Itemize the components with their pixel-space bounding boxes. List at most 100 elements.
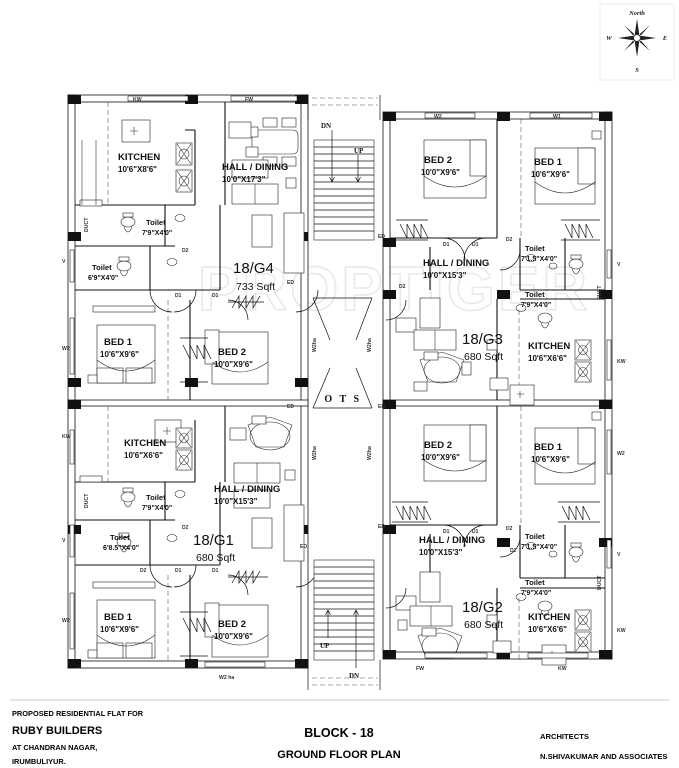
room-label-kitchen-g2: KITCHEN bbox=[528, 612, 570, 623]
room-label-kitchen-g1: KITCHEN bbox=[124, 438, 166, 449]
room-dim-toilet1-g4: 7'9"X4'0" bbox=[142, 230, 172, 237]
stair-dn-top-label: DN bbox=[321, 122, 331, 130]
central-core: DN UP O T S UP DN bbox=[307, 95, 381, 690]
door-mark-d2-g3b: D2 bbox=[399, 284, 406, 290]
room-dim-hall-g1: 10'0"X15'3" bbox=[214, 497, 258, 506]
room-dim-hall-g4: 10'0"X17'3" bbox=[222, 175, 266, 184]
tag-w2ha-bottom: W2 ha bbox=[219, 675, 234, 681]
room-dim-toilet2-g1: 6'8.5"X4'0" bbox=[103, 545, 139, 552]
title-plan-name: GROUND FLOOR PLAN bbox=[277, 749, 400, 761]
room-dim-toilet2-g3: 7'9"X4'0" bbox=[521, 302, 551, 309]
stair-up-top-label: UP bbox=[354, 147, 364, 155]
tag-w2-top-right: W2 bbox=[434, 114, 442, 120]
tag-v-left-lower: V bbox=[62, 538, 66, 544]
tag-duct-g3: DUCT bbox=[597, 285, 603, 300]
unit-area-g4: 733 Sqft bbox=[236, 281, 275, 293]
room-dim-bed2-g4: 10'0"X9'6" bbox=[214, 360, 253, 369]
room-label-toilet2-g1: Toilet bbox=[110, 533, 130, 542]
room-label-toilet1-g4: Toilet bbox=[146, 218, 166, 227]
room-dim-hall-g2: 10'0"X15'3" bbox=[419, 548, 463, 557]
room-label-toilet2-g3: Toilet bbox=[525, 290, 545, 299]
room-dim-kitchen-g2: 10'6"X6'6" bbox=[528, 625, 567, 634]
room-label-bed2-g3: BED 2 bbox=[424, 155, 452, 166]
room-dim-hall-g3: 10'0"X15'3" bbox=[423, 271, 467, 280]
door-mark-ed-g3a: ED bbox=[378, 234, 385, 240]
tag-kw-bottom-right: KW bbox=[558, 666, 567, 672]
room-label-hall-g2: HALL / DINING bbox=[419, 535, 485, 546]
room-label-bed2-g1: BED 2 bbox=[218, 619, 246, 630]
room-label-bed2-g2: BED 2 bbox=[424, 440, 452, 451]
tag-w2ha-core-left-upper: W2ha bbox=[312, 338, 318, 352]
room-dim-toilet1-g3: 7'1.5"X4'0" bbox=[521, 256, 557, 263]
compass-rose: North S W E bbox=[599, 3, 675, 81]
unit-id-g4: 18/G4 bbox=[233, 260, 274, 277]
room-label-kitchen-g4: KITCHEN bbox=[118, 152, 160, 163]
room-label-bed1-g4: BED 1 bbox=[104, 337, 133, 348]
compass-east-label: E bbox=[662, 35, 667, 42]
door-mark-ed-g2a: ED bbox=[378, 524, 385, 530]
room-dim-toilet2-g2: 7'9"X4'0" bbox=[521, 590, 551, 597]
unit-area-g3: 680 Sqft bbox=[464, 351, 503, 363]
title-block: PROPOSED RESIDENTIAL FLAT FOR RUBY BUILD… bbox=[10, 699, 669, 766]
title-address-line1: AT CHANDRAN NAGAR, bbox=[12, 743, 97, 752]
tag-kw-right-lower: KW bbox=[617, 628, 626, 634]
door-mark-d1-g3b: D1 bbox=[472, 242, 479, 248]
compass-west-label: W bbox=[606, 35, 613, 42]
title-block-number: BLOCK - 18 bbox=[304, 726, 374, 740]
unit-id-g1: 18/G1 bbox=[193, 532, 234, 549]
door-mark-ed-g4: ED bbox=[287, 280, 294, 286]
room-label-toilet1-g1: Toilet bbox=[146, 493, 166, 502]
tag-duct-g2: DUCT bbox=[597, 575, 603, 590]
stair-up-bottom-label: UP bbox=[320, 642, 330, 650]
door-mark-d2-g4: D2 bbox=[182, 248, 189, 254]
unit-18-g1: KITCHEN 10'6"X6'6" HALL / DINING 10'0"X1… bbox=[69, 406, 319, 668]
room-label-hall-g1: HALL / DINING bbox=[214, 484, 280, 495]
tag-w2-right-upper: W2 bbox=[617, 451, 625, 457]
opening-tags: KW FW W2 W1 W2 ha FW KW V W2 KW V W2 V K… bbox=[62, 97, 626, 681]
door-mark-ed-core-left: ED bbox=[287, 404, 294, 410]
compass-north-label: North bbox=[628, 10, 645, 17]
compass-south-label: S bbox=[635, 67, 639, 74]
ots-label: O T S bbox=[324, 394, 361, 405]
door-mark-d2-g3a: D2 bbox=[506, 237, 513, 243]
room-dim-bed1-g3: 10'6"X9'6" bbox=[531, 170, 570, 179]
unit-18-g3: BED 2 10'0"X9'6" BED 1 10'6"X9'6" HALL /… bbox=[385, 112, 612, 406]
door-mark-d1-g4b: D1 bbox=[212, 293, 219, 299]
room-dim-kitchen-g4: 10'6"X8'6" bbox=[118, 165, 157, 174]
tag-kw-top-left: KW bbox=[133, 97, 142, 103]
room-dim-toilet1-g2: 7'1.5"X4'0" bbox=[521, 544, 557, 551]
unit-area-g2: 680 Sqft bbox=[464, 619, 503, 631]
tag-v-right-lower: V bbox=[617, 552, 621, 558]
title-address-line2: IRUMBULIYUR. bbox=[12, 757, 66, 766]
room-label-toilet2-g4: Toilet bbox=[92, 263, 112, 272]
room-label-bed1-g1: BED 1 bbox=[104, 612, 133, 623]
unit-id-g3: 18/G3 bbox=[462, 331, 503, 348]
room-dim-kitchen-g1: 10'6"X6'6" bbox=[124, 451, 163, 460]
title-architects-name: N.SHIVAKUMAR AND ASSOCIATES bbox=[540, 752, 667, 761]
door-mark-ed-core-right: ED bbox=[378, 404, 385, 410]
door-mark-d2-g2a: D2 bbox=[506, 526, 513, 532]
room-label-toilet1-g2: Toilet bbox=[525, 532, 545, 541]
room-label-kitchen-g3: KITCHEN bbox=[528, 341, 570, 352]
stair-dn-bottom-label: DN bbox=[349, 672, 359, 680]
door-mark-d2-g2b: D2 bbox=[510, 548, 517, 554]
tag-kw-right-upper: KW bbox=[617, 359, 626, 365]
door-mark-d1-g2b: D1 bbox=[472, 529, 479, 535]
title-client-name: RUBY BUILDERS bbox=[12, 725, 102, 737]
tag-v-right-upper: V bbox=[617, 262, 621, 268]
door-mark-d1-g2a: D1 bbox=[443, 529, 450, 535]
unit-id-g2: 18/G2 bbox=[462, 599, 503, 616]
room-label-bed2-g4: BED 2 bbox=[218, 347, 246, 358]
tag-w2-left-upper: W2 bbox=[62, 346, 70, 352]
room-dim-bed2-g1: 10'0"X9'6" bbox=[214, 632, 253, 641]
door-mark-d1-g1b: D1 bbox=[212, 568, 219, 574]
room-label-hall-g4: HALL / DINING bbox=[222, 162, 288, 173]
room-dim-toilet2-g4: 6'9"X4'0" bbox=[88, 275, 118, 282]
room-label-toilet2-g2: Toilet bbox=[525, 578, 545, 587]
tag-w1-top-right: W1 bbox=[553, 114, 561, 120]
room-dim-bed1-g2: 10'6"X9'6" bbox=[531, 455, 570, 464]
tag-duct-g4: DUCT bbox=[84, 217, 90, 232]
tag-w2ha-core-right-upper: W2ha bbox=[367, 338, 373, 352]
tag-w2-left-lower: W2 bbox=[62, 618, 70, 624]
tag-w2ha-core-right-lower: W2ha bbox=[367, 446, 373, 460]
